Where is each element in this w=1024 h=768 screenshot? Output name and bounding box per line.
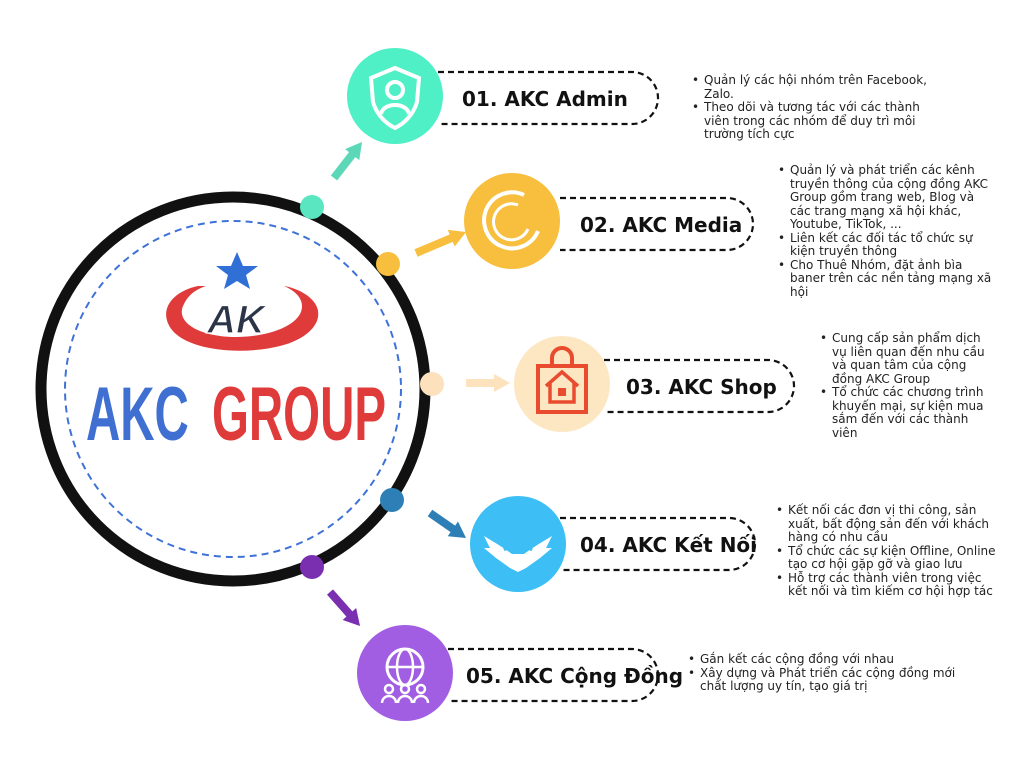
bullet-item: Xây dựng và Phát triển các cộng đồng mới…: [688, 666, 960, 694]
connector-arrow-5: [327, 589, 360, 626]
bullet-item: Tổ chức các chương trình khuyến mại, sự …: [820, 385, 992, 440]
item-bullets-2: Quản lý và phát triển các kênh truyền th…: [776, 163, 995, 300]
logo-star: [216, 252, 258, 289]
connector-arrow-1: [330, 142, 362, 181]
item-label-4: 04. AKC Kết Nối: [580, 533, 757, 557]
item-icon-circle-4: [470, 496, 566, 592]
akc-logo: AK: [166, 252, 319, 351]
globe-people-icon: [380, 647, 430, 704]
item-icon-circle-5: [357, 625, 453, 721]
house-icon: [544, 369, 580, 404]
ring-dot-3: [420, 372, 444, 396]
logo-letters: AK: [206, 298, 268, 342]
ring-dot-2: [376, 252, 400, 276]
bag-body-icon: [536, 364, 588, 414]
item-bullets-5: Gắn kết các cộng đồng với nhauXây dựng v…: [686, 652, 960, 694]
bullet-item: Hỗ trợ các thành viên trong việc kết nối…: [776, 571, 998, 599]
media-swirl-icon: [482, 190, 540, 251]
user-body-icon: [379, 103, 411, 115]
diagram-items: 01. AKC Admin 02. AKC Media 03. AKC Shop 04…: [300, 48, 796, 721]
item-label-5: 05. AKC Cộng Đồng: [466, 664, 683, 688]
bag-handle-icon: [550, 346, 574, 366]
item-label-1: 01. AKC Admin: [462, 87, 628, 111]
house-window-icon: [558, 388, 566, 396]
handshake-icon: [484, 536, 552, 572]
bullet-item: Cho Thuê Nhóm, đặt ảnh bìa baner trên cá…: [778, 258, 995, 300]
person-body-icon: [396, 694, 414, 704]
item-pill-4: [560, 516, 757, 572]
swirl-inner-icon: [492, 202, 530, 242]
ring-dot-4: [380, 488, 404, 512]
brand-name-akc: AKC: [86, 372, 189, 457]
ring-dot-1: [300, 195, 324, 219]
bullet-item: Quản lý và phát triển các kênh truyền th…: [778, 163, 995, 232]
item-icon-circle-2: [464, 173, 560, 269]
brand-name: AKC GROUP: [86, 372, 386, 457]
inner-dashed-circle: [64, 220, 402, 558]
bullet-item: Quản lý các hội nhóm trên Facebook, Zalo…: [692, 73, 949, 101]
item-pill-2: [560, 196, 755, 252]
person-head-icon: [383, 683, 395, 695]
ring-dot-5: [300, 555, 324, 579]
bullet-item: Liên kết các đối tác tổ chức sự kiện tru…: [778, 231, 995, 259]
bullet-item: Tổ chức các sự kiện Offline, Online tạo …: [776, 544, 998, 572]
item-label-3: 03. AKC Shop: [626, 375, 777, 399]
item-pill-3: [604, 358, 796, 414]
bullet-item: Theo dõi và tương tác với các thành viên…: [692, 100, 949, 142]
item-label-2: 02. AKC Media: [580, 213, 742, 237]
item-pill-1: [438, 70, 660, 126]
handshake-grip-icon: [503, 538, 533, 552]
shopping-bag-house-icon: [536, 346, 588, 414]
logo-swoosh: [166, 286, 319, 351]
person-body-icon: [412, 694, 430, 704]
user-shield-icon: [368, 65, 422, 131]
person-head-icon: [399, 683, 411, 695]
item-icon-circle-3: [514, 336, 610, 432]
item-pill-5: [448, 647, 660, 703]
user-head-icon: [385, 80, 405, 100]
bullet-item: Gắn kết các cộng đồng với nhau: [688, 652, 960, 667]
item-bullets-3: Cung cấp sản phẩm dịch vụ liên quan đến …: [818, 331, 992, 440]
item-bullets-4: Kết nối các đơn vị thi công, sản xuất, b…: [774, 503, 998, 599]
person-head-icon: [415, 683, 427, 695]
connector-arrow-2: [414, 229, 466, 257]
bullet-item: Cung cấp sản phẩm dịch vụ liên quan đến …: [820, 331, 992, 386]
bullet-item: Kết nối các đơn vị thi công, sản xuất, b…: [776, 503, 998, 545]
connector-arrow-4: [427, 509, 466, 538]
item-bullets-1: Quản lý các hội nhóm trên Facebook, Zalo…: [690, 73, 949, 142]
person-body-icon: [380, 694, 398, 704]
brand-name-group: GROUP: [212, 372, 386, 457]
connector-arrow-3: [466, 374, 510, 392]
swirl-outer-icon: [482, 190, 540, 251]
shield-icon: [368, 65, 422, 131]
wings-icon: [484, 536, 552, 572]
